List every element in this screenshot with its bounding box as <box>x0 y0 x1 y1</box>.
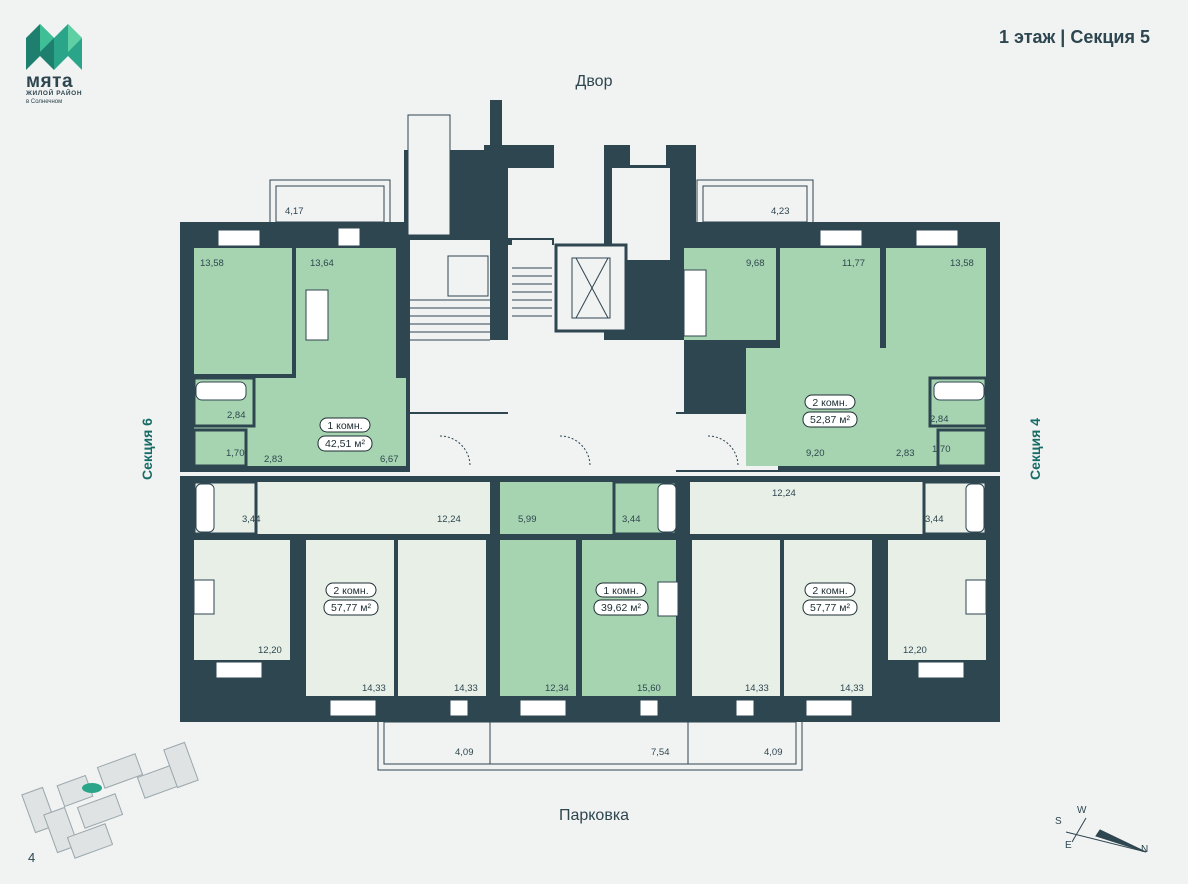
area-label: 15,60 <box>637 683 661 694</box>
area-label: 13,64 <box>310 258 334 269</box>
area-label: 6,67 <box>380 454 399 465</box>
area-label: 2,83 <box>896 448 915 459</box>
area-label: 3,44 <box>925 514 944 525</box>
apartment-1room-bottom-middle <box>500 480 679 717</box>
rooms-label: 1 комн. <box>603 585 638 597</box>
area-total: 42,51 м² <box>325 438 365 450</box>
area-label: 7,54 <box>651 747 670 758</box>
compass-e: E <box>1065 840 1072 851</box>
apartment-tag: 1 комн. 39,62 м² <box>593 582 649 616</box>
area-label: 5,99 <box>518 514 537 525</box>
area-label: 14,33 <box>745 683 769 694</box>
brand-subtitle: ЖИЛОЙ РАЙОН <box>26 90 83 97</box>
area-label: 2,84 <box>227 410 246 421</box>
page-number: 4 <box>28 850 36 865</box>
floor-section-title: 1 этаж | Секция 5 <box>998 27 1150 47</box>
apartment-tags: 1 комн. 42,51 м² 2 комн. 52,87 м² 2 комн… <box>317 394 858 616</box>
area-label: 3,44 <box>242 514 261 525</box>
area-label: 4,09 <box>455 747 474 758</box>
area-label: 1,70 <box>932 444 951 455</box>
apartment-2room-top-right <box>683 229 988 468</box>
area-label: 13,58 <box>950 258 974 269</box>
apartment-2room-bottom-right <box>690 480 988 717</box>
area-label: 9,20 <box>806 448 825 459</box>
area-label: 14,33 <box>840 683 864 694</box>
area-label: 14,33 <box>362 683 386 694</box>
room-area-labels: 4,17 13,58 13,64 2,84 1,70 2,83 6,67 4,2… <box>200 206 974 758</box>
apartment-1room-top-left <box>192 227 406 468</box>
area-label: 4,09 <box>764 747 783 758</box>
corridor <box>410 414 778 470</box>
area-label: 14,33 <box>454 683 478 694</box>
compass-n: N <box>1141 844 1148 855</box>
area-total: 57,77 м² <box>331 602 371 614</box>
area-total: 39,62 м² <box>601 602 641 614</box>
common-core <box>407 114 684 412</box>
area-label: 12,20 <box>903 645 927 656</box>
area-total: 52,87 м² <box>810 414 850 426</box>
parking-label: Парковка <box>558 807 630 824</box>
area-label: 2,83 <box>264 454 283 465</box>
area-total: 57,77 м² <box>810 602 850 614</box>
rooms-label: 2 комн. <box>333 585 368 597</box>
rooms-label: 2 комн. <box>812 585 847 597</box>
rooms-label: 1 комн. <box>327 420 362 432</box>
apartment-tag: 2 комн. 57,77 м² <box>323 582 379 616</box>
area-label: 2,84 <box>930 414 949 425</box>
yard-label: Двор <box>575 73 613 90</box>
site-minimap <box>21 741 199 859</box>
balconies-top <box>269 179 814 225</box>
area-label: 12,20 <box>258 645 282 656</box>
apartment-tag: 2 комн. 52,87 м² <box>802 394 858 428</box>
brand-subtitle-2: в Солнечном <box>26 99 63 105</box>
area-label: 9,68 <box>746 258 765 269</box>
area-label: 12,24 <box>772 488 796 499</box>
building-walls <box>180 100 1000 722</box>
area-label: 12,34 <box>545 683 569 694</box>
area-label: 4,17 <box>285 206 304 217</box>
apartment-tag: 1 комн. 42,51 м² <box>317 417 373 452</box>
area-label: 4,23 <box>771 206 790 217</box>
area-label: 12,24 <box>437 514 461 525</box>
section-left-label: Секция 6 <box>139 418 155 480</box>
balconies-bottom <box>377 719 803 771</box>
area-label: 3,44 <box>622 514 641 525</box>
rooms-label: 2 комн. <box>812 397 847 409</box>
brand-logo-mark <box>26 24 82 70</box>
area-label: 1,70 <box>226 448 245 459</box>
area-label: 11,77 <box>842 258 865 269</box>
section-right-label: Секция 4 <box>1027 418 1043 480</box>
apartment-2room-bottom-left <box>192 480 490 717</box>
area-label: 13,58 <box>200 258 224 269</box>
apartment-tag: 2 комн. 57,77 м² <box>802 582 858 616</box>
brand-name: мята <box>26 71 74 92</box>
